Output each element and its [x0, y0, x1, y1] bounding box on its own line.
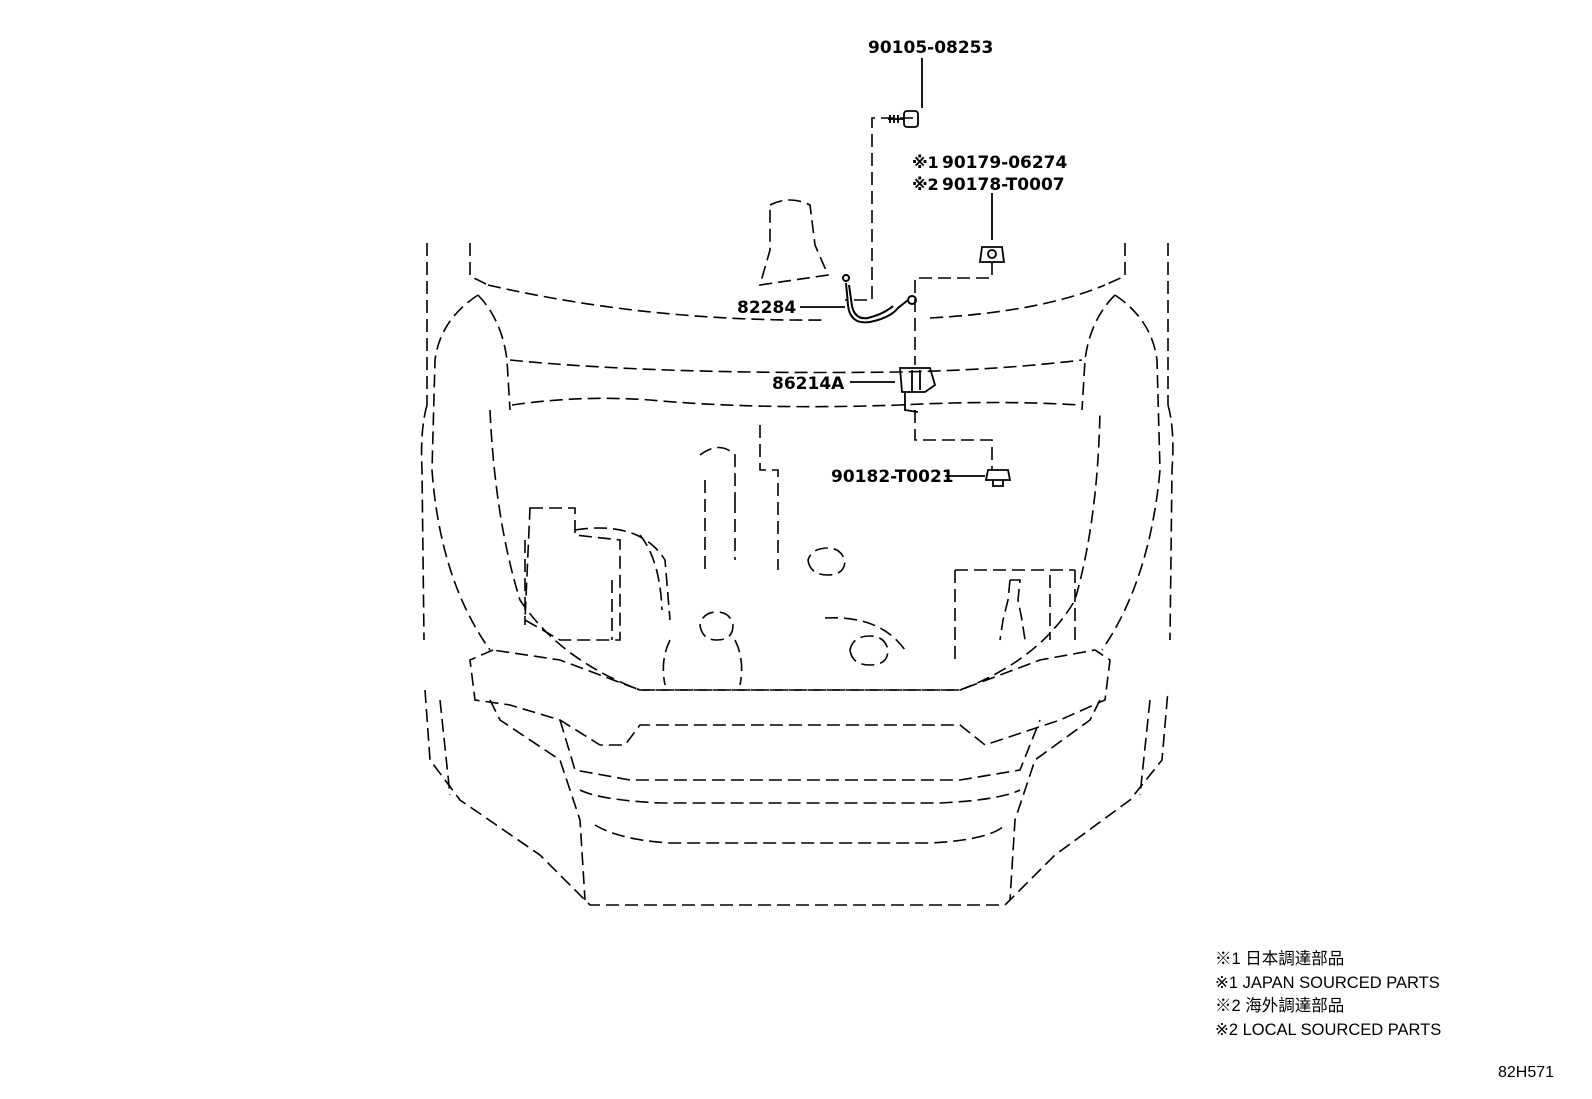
- ground-wire-icon: [842, 274, 917, 324]
- leader-lines: [800, 58, 993, 477]
- nut-icon: [978, 246, 1006, 263]
- callout-ground-wire-part-number: 82284: [737, 298, 796, 318]
- note-line: ※2 海外調達部品: [1215, 997, 1345, 1015]
- callout-bracket-part-number: 86214A: [772, 374, 845, 394]
- callout-japan-nut-mark: ※1: [912, 153, 939, 172]
- clip-icon: [984, 469, 1012, 487]
- vehicle-front-outline: [420, 117, 1174, 906]
- callout-bolt-part-number: 90105-08253: [868, 38, 993, 58]
- bolt-icon: [888, 110, 919, 128]
- callout-local-nut-mark: ※2: [912, 175, 939, 194]
- sourcing-notes: ※1 日本調達部品 ※1 JAPAN SOURCED PARTS ※2 海外調達…: [1215, 948, 1441, 1042]
- bracket-icon: [899, 367, 937, 413]
- note-line: ※1 日本調達部品: [1215, 950, 1345, 968]
- callout-clip-part-number: 90182-T0021: [831, 467, 954, 487]
- drawing-reference-code: 82H571: [1498, 1064, 1555, 1081]
- note-line: ※2 LOCAL SOURCED PARTS: [1215, 1020, 1442, 1039]
- callout-local-nut-part-number: 90178-T0007: [942, 175, 1065, 195]
- note-line: ※1 JAPAN SOURCED PARTS: [1215, 973, 1440, 992]
- callout-japan-nut-part-number: 90179-06274: [942, 153, 1068, 173]
